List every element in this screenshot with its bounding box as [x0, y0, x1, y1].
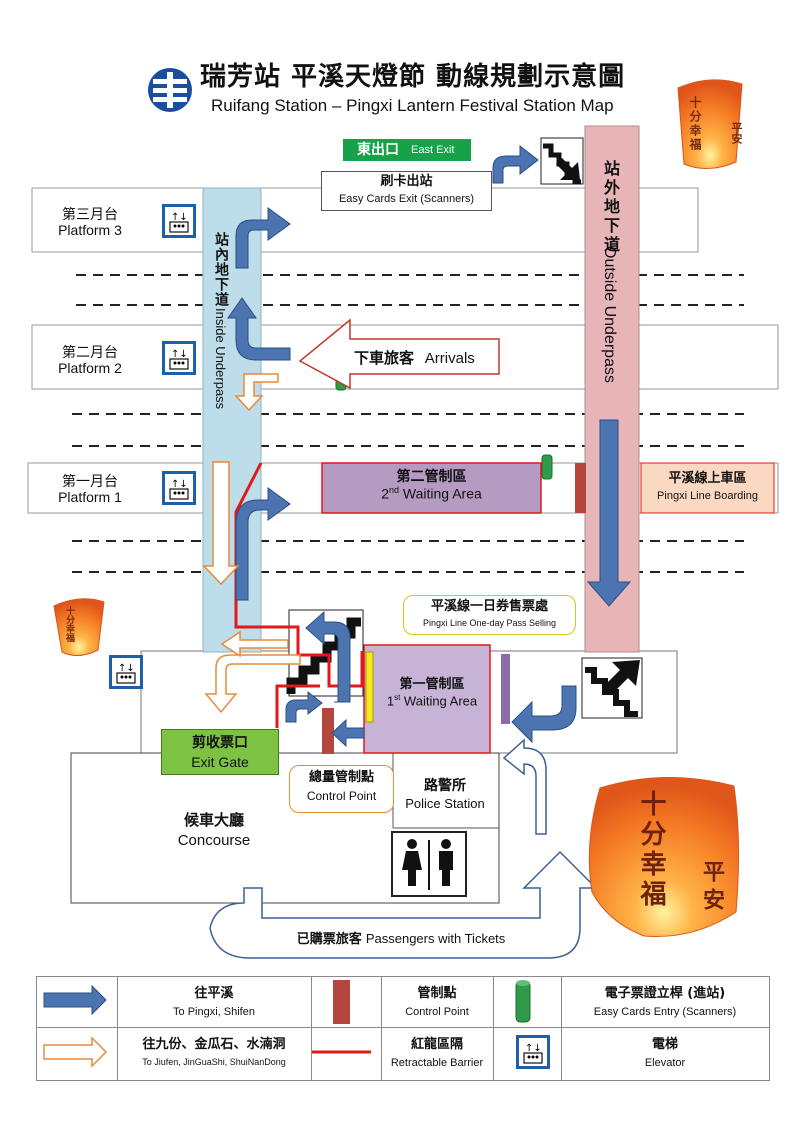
legend-item-elevator: 電梯 Elevator	[644, 1037, 686, 1069]
arrivals-arrow	[298, 318, 500, 390]
inside-underpass-label-zh: 站內地下道	[213, 232, 229, 307]
waiting-area-1-label: 第一管制區 1st Waiting Area	[386, 677, 478, 709]
legend-blue-arrow-icon	[43, 984, 107, 1016]
inside-underpass-label-en: Inside Underpass	[213, 308, 228, 410]
elevator-icon: ↑↓	[162, 471, 196, 505]
page-subtitle: Ruifang Station – Pingxi Lantern Festiva…	[211, 96, 614, 115]
lantern-bottom-right	[588, 777, 740, 937]
outside-stairs-icon	[581, 657, 643, 719]
orange-arrows	[202, 373, 301, 714]
restroom-icon	[391, 831, 467, 897]
easy-card-scanner-platform1	[541, 454, 553, 480]
svg-text:↑↓: ↑↓	[171, 349, 188, 360]
pass-selling-callout: 平溪線一日券售票處 Pingxi Line One-day Pass Selli…	[403, 595, 576, 635]
track-lines	[72, 274, 744, 573]
elevator-icon: ↑↓	[162, 204, 196, 238]
legend: 往平溪 To Pingxi, Shifen 管制點 Control Point …	[36, 976, 770, 1081]
legend-item-easy-card: 電子票證立桿 (進站) Easy Cards Entry (Scanners)	[593, 986, 737, 1018]
passengers-with-tickets-label: 已購票旅客 Passengers with Tickets	[296, 931, 506, 947]
legend-orange-arrow-icon	[43, 1036, 108, 1068]
legend-control-point-icon	[333, 980, 350, 1024]
lantern-text-top: 十分幸福	[688, 96, 702, 152]
east-exit-sign: 東出口 East Exit	[343, 139, 471, 161]
pingxi-boarding-label: 平溪線上車區 Pingxi Line Boarding	[657, 471, 758, 502]
svg-text:↑↓: ↑↓	[171, 212, 188, 223]
lantern-text-big: 十分幸福	[636, 790, 666, 910]
elevator-icon: ↑↓	[109, 655, 143, 689]
outside-underpass-bar	[584, 125, 640, 653]
elevator-icon: ↑↓	[162, 341, 196, 375]
svg-text:↑↓: ↑↓	[118, 663, 135, 674]
legend-item-to-pingxi: 往平溪 To Pingxi, Shifen	[173, 986, 255, 1018]
outside-underpass-label-zh: 站外地下道	[601, 160, 620, 255]
legend-item-barrier: 紅龍區隔 Retractable Barrier	[390, 1037, 484, 1069]
east-exit-stairs-icon	[540, 137, 584, 185]
exit-gate-box: 剪收票口 Exit Gate	[161, 729, 279, 775]
passengers-with-tickets-arrow	[209, 850, 598, 959]
pingxi-boarding-box	[640, 462, 775, 514]
control-point-platform1	[575, 463, 586, 513]
platform-2-label: 第二月台 Platform 2	[58, 344, 122, 377]
platform-3-label: 第三月台 Platform 3	[58, 206, 122, 239]
platform-1-label: 第一月台 Platform 1	[58, 473, 122, 506]
waiting-area-2-label: 第二管制區 2nd Waiting Area	[381, 469, 482, 502]
svg-text:↑↓: ↑↓	[525, 1043, 542, 1054]
elevator-icon: ↑↓	[516, 1035, 550, 1069]
lantern-text-left: 十分幸福	[64, 606, 74, 642]
outside-underpass-label-en: Outside Underpass	[601, 246, 618, 383]
waiting-area-2-box	[321, 462, 542, 514]
svg-text:↑↓: ↑↓	[171, 479, 188, 490]
legend-easy-card-scanner-icon	[515, 980, 531, 1023]
lantern-text-top-2: 平安	[730, 122, 743, 144]
control-point-callout: 總量管制點 Control Point	[289, 765, 394, 813]
police-station-label: 路警所 Police Station	[405, 778, 485, 812]
easy-cards-exit-box: 刷卡出站 Easy Cards Exit (Scanners)	[321, 171, 492, 211]
legend-item-control-point: 管制點 Control Point	[405, 986, 469, 1018]
legend-item-to-jiufen: 往九份、金瓜石、水湳洞 To Jiufen, JinGuaShi, ShuiNa…	[142, 1037, 286, 1067]
control-point-main-bar	[322, 708, 334, 754]
pass-selling-window	[365, 651, 374, 723]
lantern-text-big-2: 平安	[699, 860, 724, 916]
lantern-top-right	[677, 79, 743, 169]
waiting-area-1-box	[363, 644, 491, 754]
lantern-left	[53, 598, 105, 656]
control-point-hall	[501, 654, 510, 724]
concourse-label: 候車大廳 Concourse	[177, 811, 251, 850]
blue-arrows	[227, 144, 632, 748]
arrivals-label: 下車旅客 Arrivals	[354, 349, 475, 367]
page-title: 瑞芳站 平溪天燈節 動線規劃示意圖	[200, 62, 626, 92]
tra-logo-icon	[148, 68, 192, 112]
